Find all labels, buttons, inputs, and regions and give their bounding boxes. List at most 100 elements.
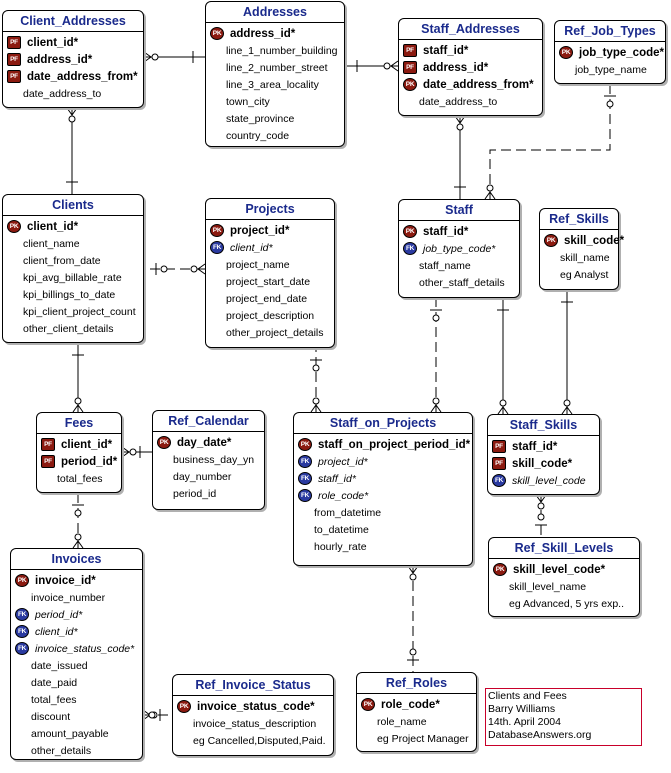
relationship-staff-to-ref-job-types	[484, 84, 616, 200]
attribute-name: kpi_avg_billable_rate	[23, 271, 122, 284]
attribute-name: project_end_date	[226, 292, 308, 305]
attribute-name: staff_id*	[423, 225, 469, 238]
attribute-row: FK role_code*	[298, 487, 468, 504]
attribute-row: FK client_id*	[15, 623, 138, 640]
attribute-name: client_name	[23, 237, 80, 250]
attribute-row: line_1_number_building	[210, 42, 340, 59]
attribute-name: client_id*	[35, 625, 78, 638]
attribute-row: day_number	[157, 468, 260, 485]
attribute-name: skill_name	[560, 251, 610, 264]
foreign-key-icon: FK	[15, 642, 29, 655]
entity-title: Addresses	[206, 2, 344, 23]
attribute-name: eg Project Manager	[377, 732, 469, 745]
entity-title: Ref_Calendar	[153, 411, 264, 432]
primary-foreign-key-icon: PF	[7, 70, 21, 83]
attribute-row: period_id	[157, 485, 260, 502]
attribute-row: project_description	[210, 307, 330, 324]
attribute-row: date_paid	[15, 674, 138, 691]
relationship-fees-to-ref-calendar	[121, 446, 152, 458]
foreign-key-icon: FK	[298, 472, 312, 485]
attribute-row: client_name	[7, 235, 139, 252]
entity-title: Fees	[37, 413, 121, 434]
attribute-row: other_staff_details	[403, 274, 515, 291]
attribute-row: other_client_details	[7, 320, 139, 337]
attribute-row: date_address_to	[403, 93, 538, 110]
primary-foreign-key-icon: PF	[492, 457, 506, 470]
entity-title: Staff_on_Projects	[294, 413, 472, 434]
primary-key-icon: PK	[157, 436, 171, 449]
attribute-name: invoice_id*	[35, 574, 96, 587]
foreign-key-icon: FK	[403, 242, 417, 255]
attribute-name: skill_code*	[512, 457, 573, 470]
attribute-name: address_id*	[423, 61, 489, 74]
attribute-row: eg Advanced, 5 yrs exp..	[493, 595, 635, 612]
attribute-row: line_2_number_street	[210, 59, 340, 76]
primary-key-icon: PK	[7, 220, 21, 233]
attribute-name: period_id	[173, 487, 217, 500]
attribute-row: eg Cancelled,Disputed,Paid.	[177, 732, 329, 749]
entity-title: Ref_Invoice_Status	[173, 675, 333, 696]
attribute-name: total_fees	[57, 472, 103, 485]
foreign-key-icon: FK	[15, 625, 29, 638]
attribute-name: date_address_from*	[423, 78, 534, 91]
attribute-name: address_id*	[230, 27, 296, 40]
attribute-name: invoice_status_description	[193, 717, 317, 730]
attribute-name: invoice_status_code*	[35, 642, 135, 655]
relationship-projects-to-clients	[144, 263, 206, 275]
attribute-row: kpi_avg_billable_rate	[7, 269, 139, 286]
attribute-row: kpi_client_project_count	[7, 303, 139, 320]
relationship-staff-on-projects-to-staff	[430, 298, 442, 413]
attribute-row: state_province	[210, 110, 340, 127]
attribute-name: project_id*	[318, 455, 368, 468]
entity-title: Projects	[206, 199, 334, 220]
attribute-name: role_name	[377, 715, 427, 728]
attribute-name: staff_id*	[512, 440, 558, 453]
attribute-name: role_code*	[318, 489, 369, 502]
attribute-row: FK invoice_status_code*	[15, 640, 138, 657]
primary-foreign-key-icon: PF	[492, 440, 506, 453]
attribute-row: eg Project Manager	[361, 730, 472, 747]
attribute-name: country_code	[226, 129, 290, 142]
attribute-name: skill_level_code	[512, 474, 586, 487]
attribute-name: town_city	[226, 95, 270, 108]
attribute-row: project_start_date	[210, 273, 330, 290]
entity-title: Client_Addresses	[3, 11, 143, 32]
note-title: Clients and Fees	[488, 690, 567, 702]
entity-title: Ref_Skills	[540, 209, 618, 230]
attribute-row: line_3_area_locality	[210, 76, 340, 93]
attribute-name: line_2_number_street	[226, 61, 328, 74]
note-author: Barry Williams	[488, 703, 556, 715]
attribute-name: client_from_date	[23, 254, 101, 267]
primary-key-icon: PK	[361, 698, 375, 711]
foreign-key-icon: FK	[298, 489, 312, 502]
attribute-row: date_issued	[15, 657, 138, 674]
primary-key-icon: PK	[210, 224, 224, 237]
attribute-name: job_type_code*	[423, 242, 496, 255]
